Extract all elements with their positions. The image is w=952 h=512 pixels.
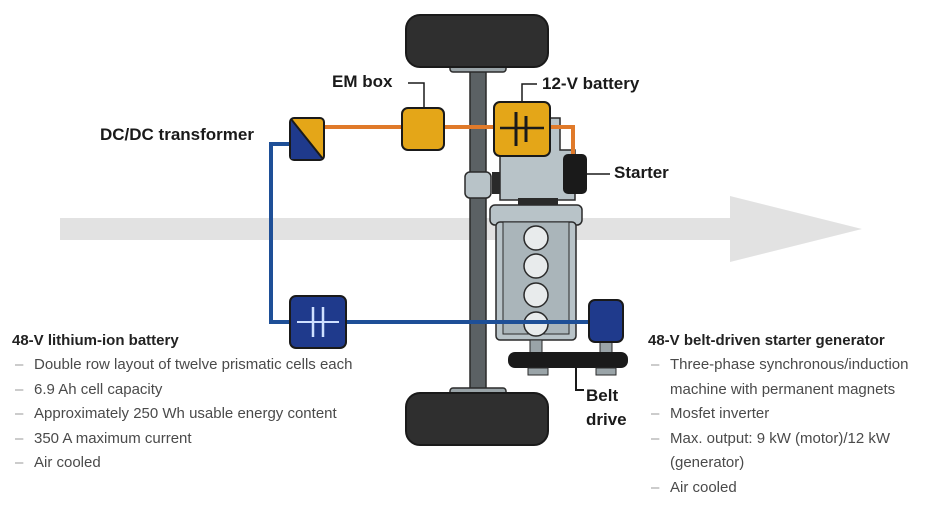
em-box-leader bbox=[408, 82, 425, 108]
engine-block bbox=[489, 204, 583, 355]
12v-line bbox=[560, 125, 575, 156]
spec-item: –Max. output: 9 kW (motor)/12 kW (genera… bbox=[651, 429, 891, 472]
spec-item: –Air cooled bbox=[15, 454, 101, 471]
spec-item: –Air cooled bbox=[651, 478, 737, 496]
axle-shaft bbox=[469, 59, 487, 406]
spec-item: –6.9 Ah cell capacity bbox=[15, 380, 163, 398]
12v-battery-label: 12-V battery bbox=[542, 74, 640, 93]
belt-drive-label-line1: Belt bbox=[586, 386, 619, 405]
spec-item: –Double row layout of twelve prismatic c… bbox=[15, 356, 353, 373]
48v-battery bbox=[289, 295, 347, 349]
front-tire-bottom bbox=[405, 387, 549, 446]
spec-item: –Three-phase synchronous/induction machi… bbox=[651, 356, 909, 398]
belt-drive-label-line2: drive bbox=[586, 410, 627, 429]
direction-arrow-icon bbox=[60, 196, 862, 262]
dcdc-transformer-icon bbox=[289, 117, 325, 161]
battery-48v-list: –Double row layout of twelve prismatic c… bbox=[12, 353, 352, 476]
front-tire-top bbox=[405, 14, 549, 73]
em-box-label: EM box bbox=[332, 72, 393, 91]
em-box bbox=[401, 107, 445, 151]
cylinder bbox=[523, 282, 549, 308]
spec-item: –Approximately 250 Wh usable energy cont… bbox=[15, 405, 337, 422]
48v-line bbox=[269, 142, 300, 324]
spec-item: –350 A maximum current bbox=[15, 429, 192, 447]
cylinder bbox=[523, 225, 549, 251]
cylinder bbox=[523, 253, 549, 279]
starter-label: Starter bbox=[614, 163, 669, 182]
starter-generator-specs: 48-V belt-driven starter generator –Thre… bbox=[648, 331, 948, 500]
belt-drive bbox=[508, 339, 628, 391]
12v-battery bbox=[493, 101, 551, 157]
starter bbox=[563, 154, 587, 194]
starter-generator-list: –Three-phase synchronous/induction machi… bbox=[648, 353, 948, 500]
starter-generator-title: 48-V belt-driven starter generator bbox=[648, 332, 885, 349]
12v-battery-leader bbox=[521, 83, 537, 102]
belt-drive-label: Belt drive bbox=[586, 384, 627, 432]
battery-48v-title: 48-V lithium-ion battery bbox=[12, 332, 179, 349]
spec-item: –Mosfet inverter bbox=[651, 405, 770, 422]
steering-joint bbox=[464, 171, 492, 199]
battery-48v-specs: 48-V lithium-ion battery –Double row lay… bbox=[12, 331, 352, 476]
starter-generator bbox=[588, 299, 624, 343]
dcdc-label: DC/DC transformer bbox=[100, 125, 254, 144]
